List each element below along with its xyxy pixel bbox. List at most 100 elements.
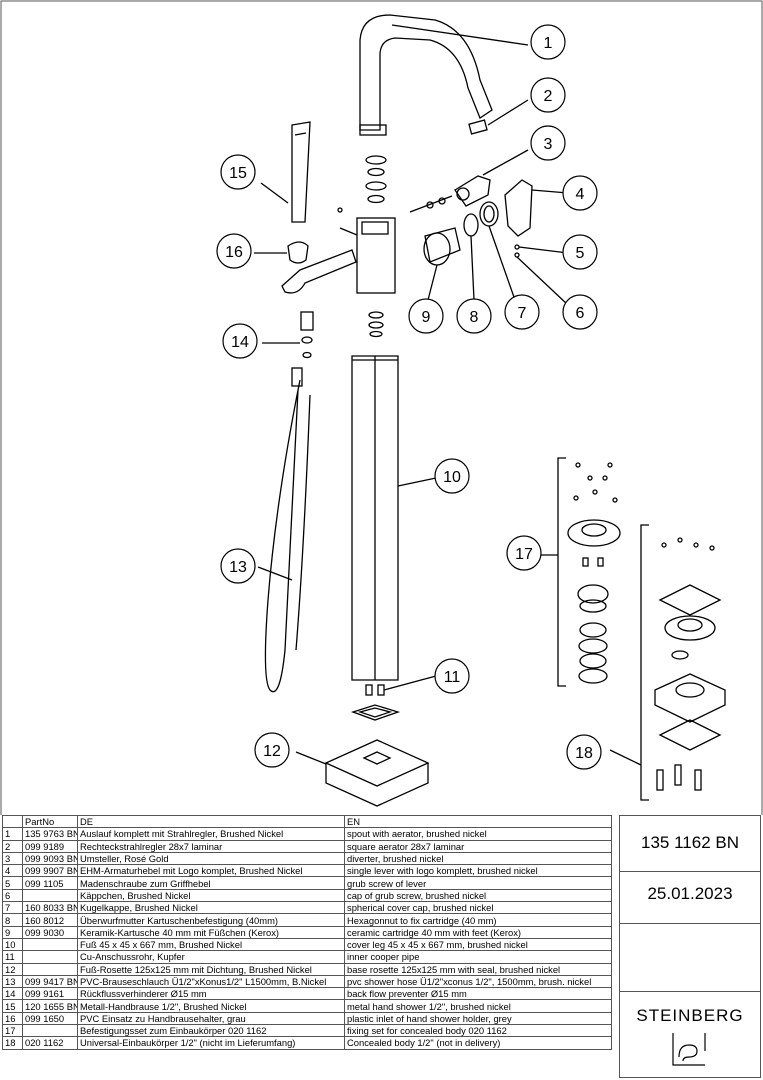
callout-circle-9: [408, 298, 444, 334]
hand-shower-holder-inlet: [254, 241, 357, 294]
table-cell: base rosette 125x125 mm with seal, brush…: [344, 962, 612, 976]
callout-circle-11: [434, 658, 470, 694]
callout-number: 5: [576, 245, 585, 262]
table-cell: 14: [2, 987, 23, 1001]
base-rosette: [295, 704, 430, 807]
callout-circle-3: [530, 125, 566, 161]
table-cell: cap of grub screw, brushed nickel: [344, 888, 612, 903]
table-cell: Keramik-Kartusche 40 mm mit Füßchen (Ker…: [77, 925, 345, 939]
table-cell: 4: [2, 864, 23, 878]
table-cell: Concealed body 1/2" (not in delivery): [344, 1036, 612, 1050]
table-cell: back flow preventer Ø15 mm: [344, 987, 612, 1001]
table-cell: 12: [2, 962, 23, 976]
table-cell: 099 9417 BN: [22, 974, 78, 989]
spout-orings: [365, 155, 387, 204]
table-cell: 6: [2, 888, 23, 903]
table-row: 17 Befestigungsset zum Einbaukörper 020 1…: [2, 1024, 612, 1038]
hexagon-nut: [463, 213, 479, 301]
table-cell: 11: [2, 950, 23, 964]
title-block: 135 1162 BN 25.01.2023 STEINBERG: [619, 815, 761, 1078]
table-cell: spherical cover cap, brushed nickel: [344, 901, 612, 915]
callout-number: 2: [544, 88, 553, 105]
table-cell: fixing set for concealed body 020 1162: [344, 1024, 612, 1038]
table-cell: [22, 1024, 78, 1038]
table-cell: Fuß 45 x 45 x 667 mm, Brushed Nickel: [77, 937, 345, 952]
callout-number: 11: [444, 669, 461, 686]
table-cell: Madenschraube zum Griffhebel: [77, 876, 345, 890]
brand-name: STEINBERG: [636, 1006, 744, 1025]
table-cell: [22, 888, 78, 903]
table-cell: Befestigungsset zum Einbaukörper 020 116…: [77, 1024, 345, 1038]
callout-circle-6: [562, 294, 598, 330]
callout-number: 13: [229, 559, 247, 576]
table-cell: 135 9763 BN: [22, 827, 78, 841]
table-cell: cover leg 45 x 45 x 667 mm, brushed nick…: [344, 937, 612, 952]
grub-screw-and-cap: [514, 244, 569, 306]
table-cell: 099 9161: [22, 987, 78, 1001]
callout-number: 6: [576, 305, 585, 322]
callout-circle-14: [222, 323, 258, 359]
table-cell: Rückflussverhinderer Ø15 mm: [77, 987, 345, 1001]
table-cell: Auslauf komplett mit Strahlregler, Brush…: [77, 827, 345, 841]
table-cell: 17: [2, 1024, 23, 1038]
drawing-date: 25.01.2023: [647, 884, 733, 903]
callout-circle-5: [562, 234, 598, 270]
callout-circle-15: [220, 154, 256, 190]
column-header: [2, 814, 23, 829]
table-cell: diverter, brushed nickel: [344, 851, 612, 866]
hand-shower: [260, 121, 311, 223]
callout-number: 16: [225, 244, 243, 261]
callout-circle-18: [566, 734, 602, 770]
table-cell: Kugelkappe, Brushed Nickel: [77, 901, 345, 915]
callout-number: 17: [515, 546, 533, 563]
callout-circle-8: [456, 298, 492, 334]
callout-circle-1: [530, 24, 566, 60]
callout-number: 9: [422, 309, 431, 326]
callout-number: 14: [231, 334, 249, 351]
table-cell: plastic inlet of hand shower holder, gre…: [344, 1011, 612, 1026]
concealed-body: [609, 524, 726, 801]
shower-hose: [257, 367, 311, 693]
column-header: PartNo: [22, 814, 78, 829]
table-cell: 10: [2, 937, 23, 952]
table-cell: Umsteller, Rosé Gold: [77, 851, 345, 866]
callout-circle-16: [216, 233, 252, 269]
table-cell: [22, 962, 78, 976]
callout-number: 4: [576, 186, 585, 203]
table-cell: ceramic cartridge 40 mm with feet (Kerox…: [344, 925, 612, 939]
table-cell: 5: [2, 876, 23, 890]
table-cell: Metall-Handbrause 1/2", Brushed Nickel: [77, 999, 345, 1013]
table-cell: 120 1655 BN: [22, 999, 78, 1013]
table-cell: [22, 950, 78, 964]
table-cell: 13: [2, 974, 23, 989]
table-cell: 18: [2, 1036, 23, 1050]
table-cell: Käppchen, Brushed Nickel: [77, 888, 345, 903]
table-cell: 099 9093 BN: [22, 851, 78, 866]
table-cell: square aerator 28x7 laminar: [344, 839, 612, 853]
table-cell: pvc shower hose Ü1/2"xconus 1/2", 1500mm…: [344, 974, 612, 989]
spout-part: [359, 14, 529, 136]
table-cell: 099 9907 BN: [22, 864, 78, 878]
callout-number: 8: [470, 309, 479, 326]
spherical-cover-cap: [479, 201, 516, 301]
callout-number: 12: [263, 743, 281, 760]
table-cell: EHM-Armaturhebel mit Logo komplet, Brush…: [77, 864, 345, 878]
table-cell: Hexagonnut to fix cartridge (40 mm): [344, 913, 612, 927]
table-cell: Rechteckstrahlregler 28x7 laminar: [77, 839, 345, 853]
table-cell: single lever with logo komplett, brushed…: [344, 864, 612, 878]
